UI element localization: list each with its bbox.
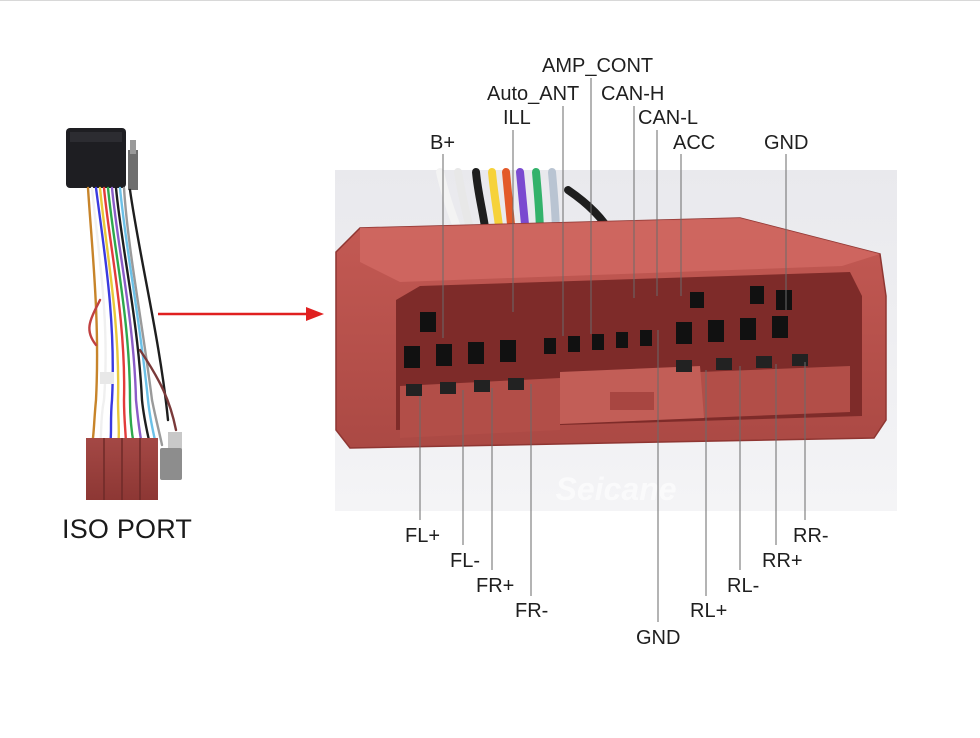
pin-label-rl-minus: RL- bbox=[727, 575, 760, 597]
side-connector bbox=[168, 432, 182, 450]
pin-label-b-plus: B+ bbox=[430, 132, 456, 154]
pin-label-rr-minus: RR- bbox=[793, 525, 829, 547]
upper-pin-openings bbox=[404, 286, 792, 368]
pin-label-fl-minus: FL- bbox=[450, 550, 480, 572]
antenna-plug bbox=[128, 150, 138, 190]
connector-photo: Seicane bbox=[335, 168, 897, 511]
watermark-text: Seicane bbox=[556, 471, 677, 507]
pin-label-gnd-bottom: GND bbox=[636, 627, 681, 649]
side-connector-grey bbox=[160, 448, 182, 480]
pin-label-rr-plus: RR+ bbox=[762, 550, 803, 572]
pin-label-auto-ant: Auto_ANT bbox=[487, 83, 580, 105]
harness-module bbox=[66, 128, 126, 188]
leader-lines bbox=[419, 78, 806, 622]
pointer-arrow bbox=[158, 307, 324, 321]
pin-label-fl-plus: FL+ bbox=[405, 525, 441, 547]
pin-label-ill: ILL bbox=[503, 107, 531, 129]
iso-port-label: ISO PORT bbox=[62, 514, 193, 544]
top-divider bbox=[0, 0, 980, 1]
pin-label-can-l: CAN-L bbox=[638, 107, 699, 129]
pin-label-rl-plus: RL+ bbox=[690, 600, 728, 622]
pin-label-gnd-top: GND bbox=[764, 132, 809, 154]
pin-label-fr-plus: FR+ bbox=[476, 575, 515, 597]
pin-label-fr-minus: FR- bbox=[515, 600, 549, 622]
lower-pin-openings bbox=[406, 354, 808, 396]
pin-label-amp-cont: AMP_CONT bbox=[542, 55, 654, 77]
pin-label-acc: ACC bbox=[673, 132, 716, 154]
pin-label-can-h: CAN-H bbox=[601, 83, 665, 105]
iso-harness-image bbox=[66, 128, 182, 500]
